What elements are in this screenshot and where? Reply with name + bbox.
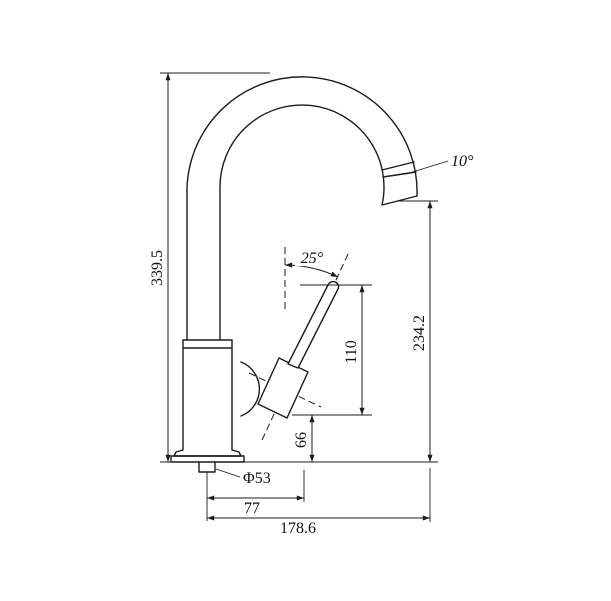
dimension-label-handle-angle: 25° [301, 250, 324, 267]
dimension-handle-angle: 25° [284, 247, 339, 312]
spout-inner-arc [219, 104, 385, 341]
aerator-seam-line-upper [381, 161, 415, 171]
dimension-handle-span: 110 [292, 284, 372, 416]
dimension-label-handle-lower-height: 66 [293, 432, 310, 448]
dimension-outlet-height: 234.2 [398, 200, 438, 462]
angle-arc [284, 262, 339, 278]
mounting-stem [198, 461, 216, 473]
label-backing [295, 250, 329, 266]
dimension-base-offset: 77 [207, 470, 305, 517]
handle-cap [257, 357, 309, 419]
dimension-label-overall-height: 339.5 [149, 250, 166, 286]
dimension-handle-lower-height: 66 [293, 415, 315, 462]
base-plate [170, 455, 245, 463]
leader-line-base-diameter [215, 468, 241, 478]
leader-line-outlet-angle [405, 160, 449, 175]
dimension-base-diameter: Φ53 [215, 468, 271, 487]
dimension-label-spout-reach: 178.6 [280, 520, 316, 537]
dimension-label-outlet-angle: 10° [451, 153, 474, 170]
dimension-outlet-angle: 10° [405, 153, 474, 175]
dimension-label-handle-span: 110 [343, 340, 360, 363]
spout-outer-arc [186, 76, 418, 341]
ball-joint-arc [240, 361, 261, 417]
dimension-spout-reach: 178.6 [207, 468, 431, 537]
faucet-outline [170, 76, 418, 521]
dimension-overall-height: 339.5 [149, 72, 438, 463]
handle-lever [287, 280, 340, 369]
spout-outlet-edge [381, 195, 418, 206]
base-flange [173, 449, 242, 457]
dimension-label-base-offset: 77 [244, 500, 260, 517]
dimension-label-base-diameter: Φ53 [243, 470, 271, 487]
dimension-label-outlet-height: 234.2 [411, 315, 428, 351]
